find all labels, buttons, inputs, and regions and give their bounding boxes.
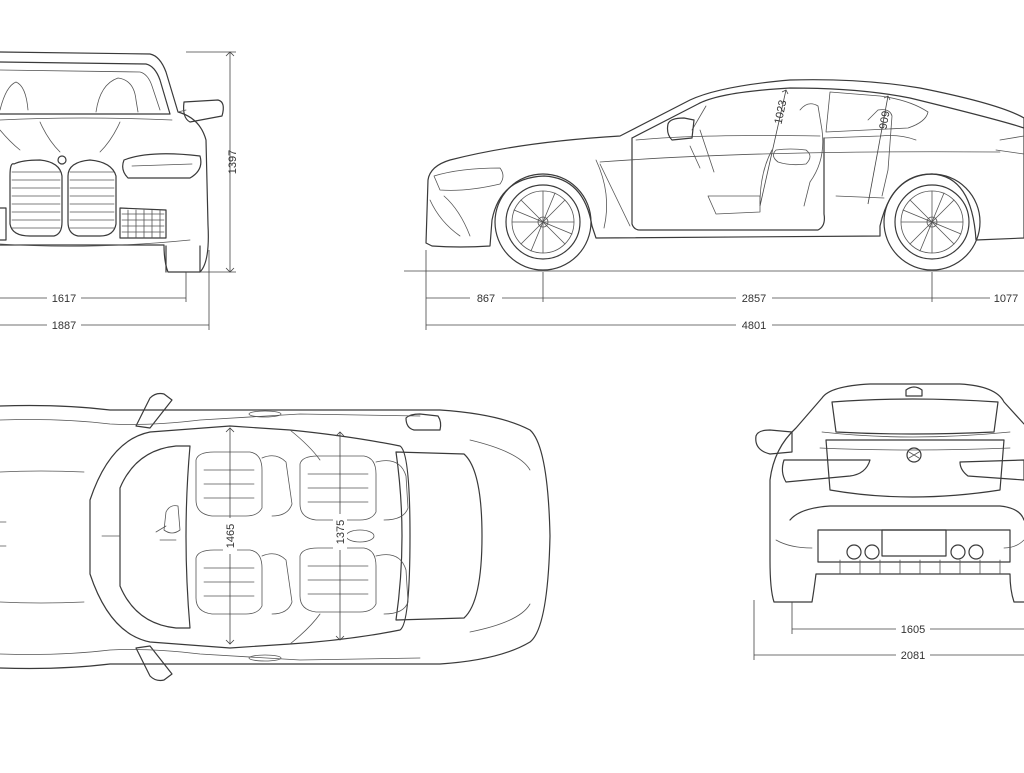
top-view: 1465 1375 [0, 392, 551, 682]
front-width-label: 1887 [52, 320, 76, 332]
rear-seats [299, 455, 409, 615]
rear-wheel [883, 173, 981, 271]
front-view: 1397 1617 1887 [0, 51, 239, 332]
front-shoulder-label: 1465 [225, 524, 237, 548]
front-height-label: 1397 [227, 150, 239, 174]
front-seats [155, 451, 293, 615]
rear-view: 1605 2081 [753, 383, 1024, 662]
front-track-label: 1617 [52, 293, 76, 305]
front-headroom-label: 1023 [773, 99, 790, 125]
front-overhang-label: 867 [477, 293, 495, 305]
wheelbase-label: 2857 [742, 293, 766, 305]
rear-track-label: 1605 [901, 624, 925, 636]
rear-shoulder-label: 1375 [335, 520, 347, 544]
front-wheel [494, 173, 592, 271]
rear-headroom-label: 909 [877, 110, 892, 130]
rear-overhang-label: 1077 [994, 293, 1018, 305]
rear-width-label: 2081 [901, 650, 925, 662]
overall-length-label: 4801 [742, 320, 766, 332]
side-view: 1023 909 [404, 79, 1024, 332]
